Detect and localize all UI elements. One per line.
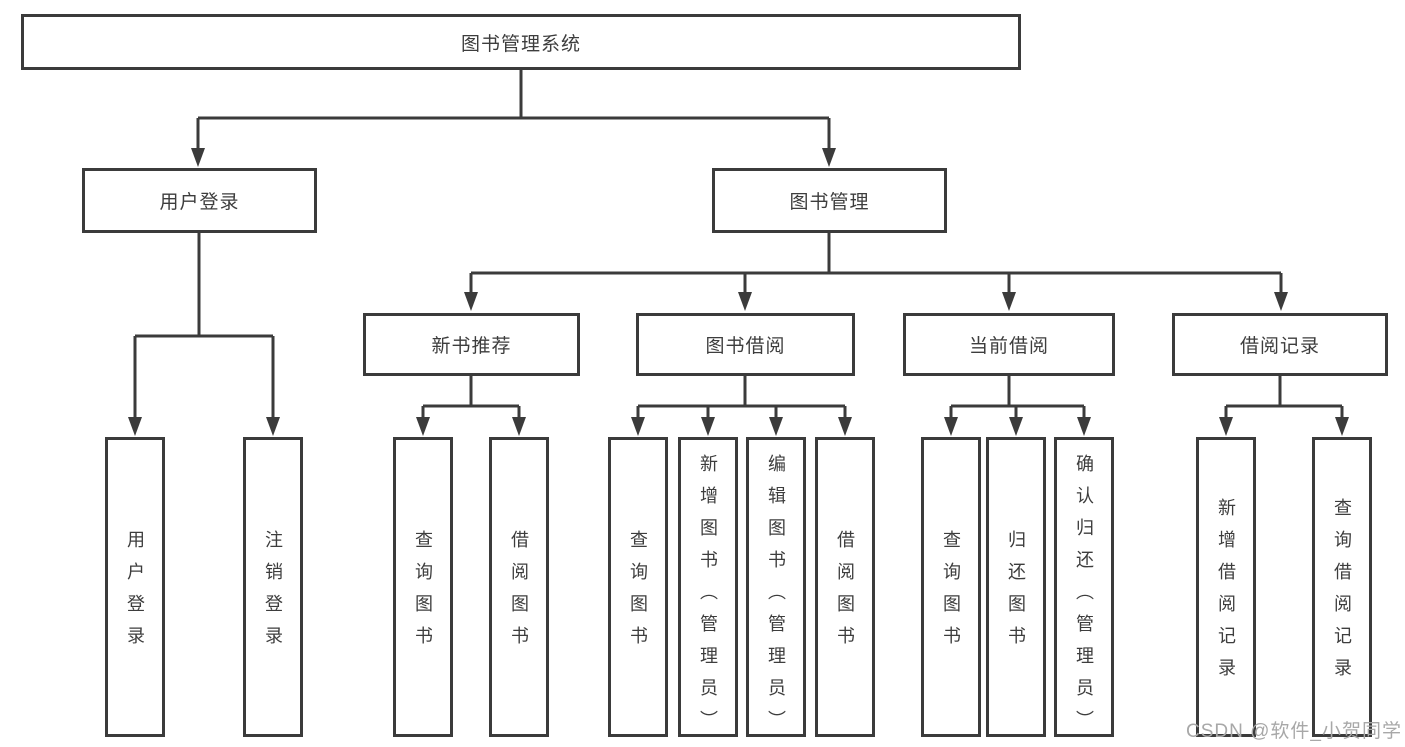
leaf-return-books: 归还图书: [986, 437, 1046, 737]
node-user-login: 用户登录: [82, 168, 317, 233]
arrowhead-icon: [769, 417, 783, 436]
arrowhead-icon: [1002, 292, 1016, 311]
node-label: 借阅图书: [835, 530, 855, 658]
arrowhead-icon: [944, 417, 958, 436]
node-label: 新增图书（管理员）: [698, 454, 718, 742]
node-new-book-recommend: 新书推荐: [363, 313, 580, 376]
arrowhead-icon: [191, 148, 205, 167]
node-label: 图书管理系统: [460, 33, 581, 55]
arrowhead-icon: [738, 292, 752, 311]
node-label: 借阅记录: [1239, 336, 1320, 357]
node-label: 新书推荐: [431, 336, 512, 357]
arrowhead-icon: [512, 417, 526, 436]
arrowhead-icon: [1009, 417, 1023, 436]
node-current-borrowing: 当前借阅: [903, 313, 1115, 376]
node-book-borrowing: 图书借阅: [636, 313, 855, 376]
node-label: 新增借阅记录: [1216, 498, 1236, 690]
node-label: 当前借阅: [968, 336, 1049, 357]
arrowhead-icon: [822, 148, 836, 167]
arrowhead-icon: [416, 417, 430, 436]
node-label: 确认归还（管理员）: [1074, 454, 1094, 742]
node-label: 编辑图书（管理员）: [766, 454, 786, 742]
leaf-query-books-borrow: 查询图书: [608, 437, 668, 737]
arrowhead-icon: [631, 417, 645, 436]
arrowhead-icon: [1274, 292, 1288, 311]
node-label: 查询借阅记录: [1332, 498, 1352, 690]
arrowhead-icon: [464, 292, 478, 311]
leaf-user-login: 用户登录: [105, 437, 165, 737]
node-label: 图书借阅: [705, 336, 786, 357]
leaf-add-books-admin: 新增图书（管理员）: [678, 437, 738, 742]
csdn-watermark: CSDN @软件_小贺同学: [1186, 721, 1402, 742]
arrowhead-icon: [1077, 417, 1091, 436]
arrowhead-icon: [838, 417, 852, 436]
arrowhead-icon: [1219, 417, 1233, 436]
node-label: 用户登录: [125, 530, 145, 658]
leaf-borrow-books-recommend: 借阅图书: [489, 437, 549, 737]
node-borrow-records: 借阅记录: [1172, 313, 1388, 376]
leaf-query-borrow-record: 查询借阅记录: [1312, 437, 1372, 737]
leaf-query-books-recommend: 查询图书: [393, 437, 453, 737]
arrowhead-icon: [701, 417, 715, 436]
node-label: 注销登录: [263, 530, 283, 658]
node-label: 查询图书: [628, 530, 648, 658]
leaf-query-books-current: 查询图书: [921, 437, 981, 737]
arrowhead-icon: [266, 417, 280, 436]
node-label: 查询图书: [413, 530, 433, 658]
node-label: 归还图书: [1006, 530, 1026, 658]
node-label: 图书管理: [789, 192, 870, 213]
node-root: 图书管理系统: [21, 14, 1021, 70]
arrowhead-icon: [1335, 417, 1349, 436]
leaf-edit-books-admin: 编辑图书（管理员）: [746, 437, 806, 742]
arrowhead-icon: [128, 417, 142, 436]
node-label: 用户登录: [159, 192, 240, 213]
node-label: 借阅图书: [509, 530, 529, 658]
node-book-management: 图书管理: [712, 168, 947, 233]
leaf-add-borrow-record: 新增借阅记录: [1196, 437, 1256, 737]
node-label: 查询图书: [941, 530, 961, 658]
leaf-confirm-return-admin: 确认归还（管理员）: [1054, 437, 1114, 742]
leaf-borrow-books-borrow: 借阅图书: [815, 437, 875, 737]
leaf-logout: 注销登录: [243, 437, 303, 737]
